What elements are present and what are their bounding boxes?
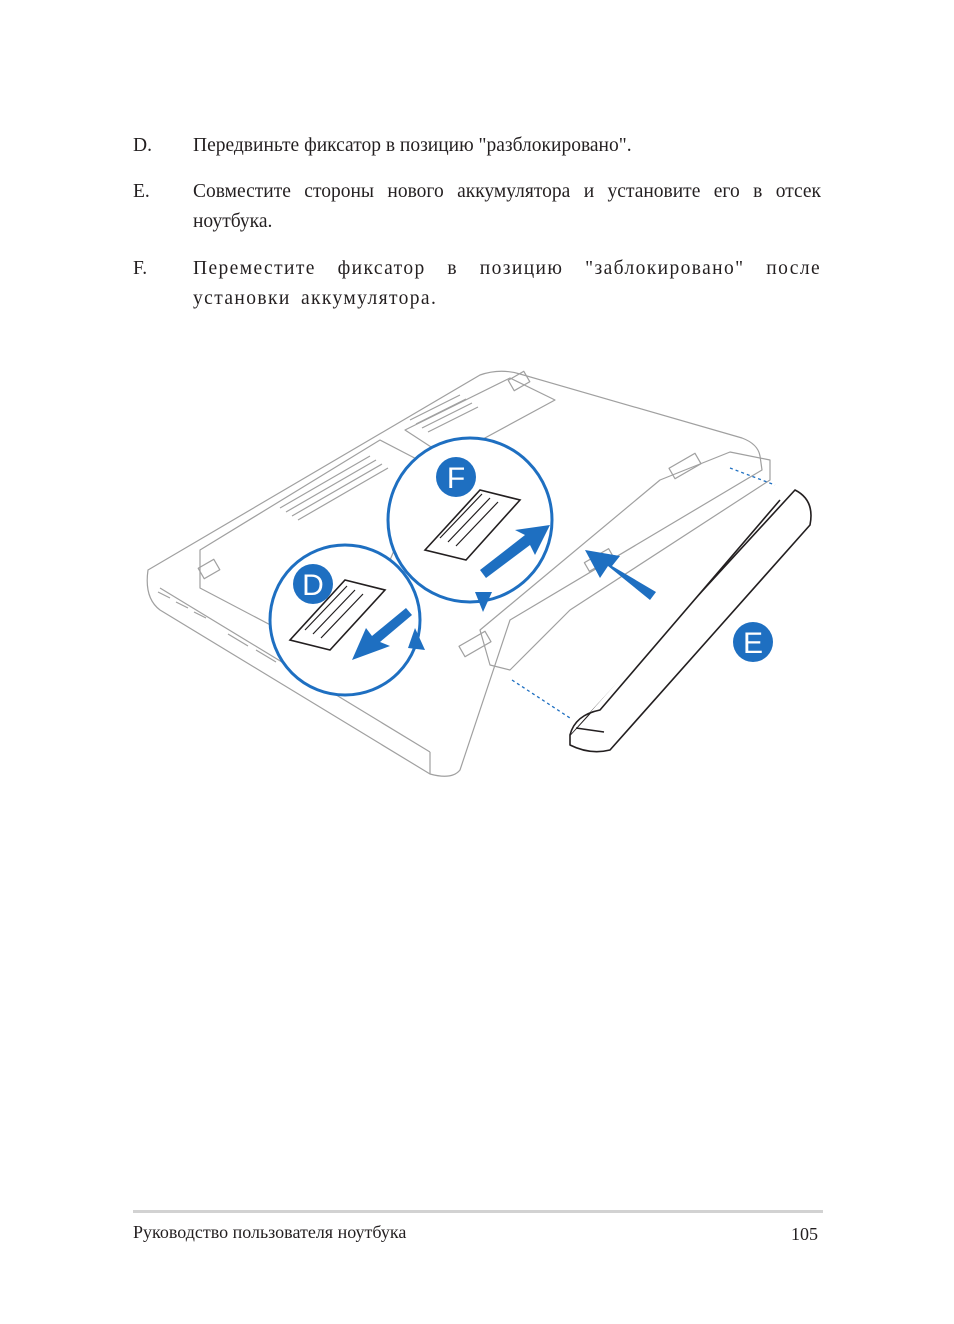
- callout-label: F: [447, 462, 465, 495]
- battery-installation-illustration: F D E: [146, 370, 812, 777]
- callout-f-detail: [386, 436, 554, 612]
- step-f: F. Переместите фиксатор в позицию "забло…: [133, 254, 821, 314]
- callout-label: D: [302, 569, 324, 602]
- step-letter: E.: [133, 181, 150, 202]
- step-text: Переместите фиксатор в позицию "заблокир…: [193, 258, 821, 309]
- step-letter: F.: [133, 258, 148, 279]
- footer-divider: [133, 1210, 823, 1213]
- callout-label: E: [743, 627, 763, 660]
- step-letter: D.: [133, 135, 152, 156]
- step-e: E. Совместите стороны нового аккумулятор…: [133, 177, 821, 237]
- step-text: Совместите стороны нового аккумулятора и…: [193, 181, 821, 232]
- laptop-outline: [146, 370, 763, 777]
- battery-pack: [569, 489, 812, 753]
- callout-f-badge: F: [436, 457, 476, 497]
- footer-title: Руководство пользователя ноутбука: [133, 1222, 407, 1242]
- page-number: 105: [791, 1224, 818, 1244]
- step-d: D. Передвиньте фиксатор в позицию "разбл…: [133, 131, 821, 161]
- step-text: Передвиньте фиксатор в позицию "разблоки…: [193, 135, 632, 156]
- callout-d-badge: D: [293, 564, 333, 604]
- callout-e-badge: E: [733, 622, 773, 662]
- insert-arrow: [585, 550, 656, 600]
